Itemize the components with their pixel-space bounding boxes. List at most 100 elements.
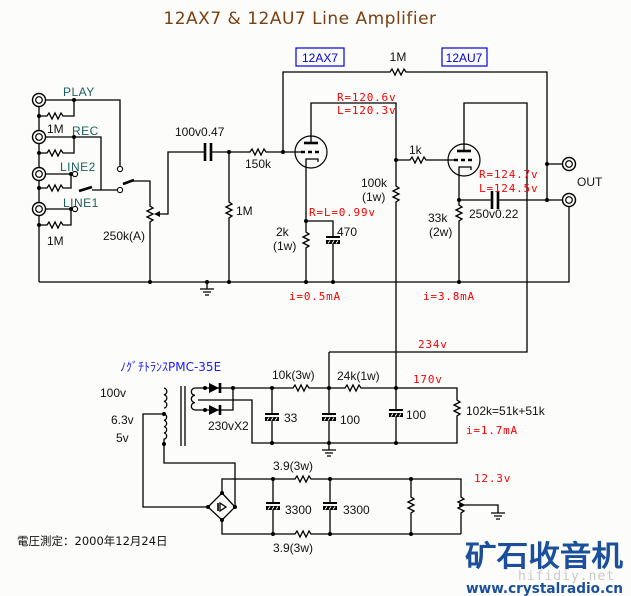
stage1-current: i=0.5mA bbox=[289, 290, 341, 303]
heater-tap-6-3v-wire bbox=[142, 413, 208, 508]
junction-dot bbox=[304, 280, 308, 284]
junction-dot bbox=[409, 532, 413, 536]
ground-icon bbox=[200, 282, 214, 296]
junction-dot bbox=[227, 280, 231, 284]
ground-icon bbox=[491, 511, 505, 520]
b-plus-voltage-2: 170v bbox=[413, 373, 443, 386]
output-label: OUT bbox=[577, 175, 603, 189]
junction-dot bbox=[162, 412, 166, 416]
junction-dot bbox=[220, 518, 224, 522]
junction-dot bbox=[394, 386, 398, 390]
watermark-overlay-text: hifidiy.net bbox=[518, 569, 615, 584]
heater-capacitor-2 bbox=[323, 502, 337, 510]
stage2-grid-stopper bbox=[396, 155, 448, 165]
stage1-plate-voltage-r: R=120.6v bbox=[337, 91, 396, 104]
heater-tap-5v-wire bbox=[163, 444, 236, 507]
play-resistor bbox=[39, 100, 75, 121]
junction-dot bbox=[69, 207, 73, 211]
junction-dots bbox=[37, 98, 549, 536]
coupling-capacitor bbox=[203, 143, 213, 161]
line1-jack-center bbox=[35, 205, 43, 213]
ground-icon bbox=[322, 443, 336, 457]
rec-label: REC bbox=[72, 124, 99, 138]
bridge-rectifier bbox=[207, 492, 236, 521]
bleeder-resistor-label: 102k=51k+51k bbox=[466, 404, 546, 418]
b-plus-rail bbox=[198, 383, 462, 444]
rectifier-diode-label: 230vX2 bbox=[208, 419, 249, 433]
stage1-cathode-resistor-power: (1w) bbox=[273, 239, 296, 253]
filter-capacitor-1 bbox=[265, 413, 279, 421]
transformer-secondary-coil bbox=[190, 387, 196, 411]
tube-v2-12au7 bbox=[447, 143, 481, 177]
heater-positive-rail bbox=[221, 474, 466, 534]
psu-cap-3-label: 100 bbox=[406, 408, 426, 422]
stage1-bypass-cap-label: 470 bbox=[337, 225, 357, 239]
rectifier-wires bbox=[195, 387, 234, 411]
junction-dot bbox=[328, 532, 332, 536]
junction-dot bbox=[545, 162, 549, 166]
psu-cap-1-label: 33 bbox=[284, 411, 298, 425]
grid-leak-label: 1M bbox=[236, 204, 253, 218]
junction-dot bbox=[328, 477, 332, 481]
volume-pot-wiper-wire bbox=[159, 151, 205, 215]
tube-v1-cathode bbox=[305, 158, 319, 168]
bridge-diode-icon bbox=[219, 501, 228, 513]
stage2-cathode-resistor-power: (2w) bbox=[429, 225, 452, 239]
output-jack-wires bbox=[547, 163, 563, 201]
junction-dot bbox=[231, 386, 235, 390]
volume-pot-label: 250k(A) bbox=[103, 229, 145, 243]
bleeder-current: i=1.7mA bbox=[466, 424, 518, 437]
tube-v2-label: 12AU7 bbox=[446, 51, 483, 65]
stage1-plate-resistor-power: (1w) bbox=[362, 190, 385, 204]
selector-contact-play bbox=[116, 165, 124, 173]
junction-dot bbox=[271, 477, 275, 481]
junction-dot bbox=[304, 219, 308, 223]
heater-voltage: 12.3v bbox=[474, 472, 511, 485]
line2-resistor bbox=[39, 174, 72, 193]
tube-v2-cathode bbox=[458, 166, 472, 176]
heater-capacitor-1 bbox=[266, 502, 280, 510]
psu-resistor-2-label: 24k(1w) bbox=[337, 369, 380, 383]
output-capacitor bbox=[490, 191, 500, 209]
junction-dot bbox=[459, 503, 463, 507]
line2-label: LINE2 bbox=[60, 160, 96, 174]
tube-v2-label-box bbox=[441, 47, 488, 67]
ecap-hatch bbox=[390, 413, 402, 417]
junction-dot bbox=[327, 386, 331, 390]
stage1-plate-resistor-label: 100k bbox=[361, 176, 388, 190]
filter-capacitor-2 bbox=[322, 413, 336, 421]
ground-bus bbox=[39, 206, 570, 283]
heater-cap-2-label: 3300 bbox=[343, 503, 370, 517]
junction-dot bbox=[162, 442, 166, 446]
heater-negative-rail bbox=[221, 520, 461, 539]
volume-pot-wiper-arrow bbox=[154, 211, 160, 217]
input-resistor-bottom-label: 1M bbox=[47, 234, 64, 248]
junction-dot bbox=[233, 505, 237, 509]
rec-resistor bbox=[39, 137, 75, 158]
rec-wire bbox=[45, 136, 102, 190]
junction-dot bbox=[72, 98, 76, 102]
b-plus-voltage-1: 234v bbox=[418, 338, 448, 351]
play-wire bbox=[45, 99, 121, 166]
stage1-plate-voltage-l: L=120.3v bbox=[337, 104, 396, 117]
junction-dot bbox=[37, 151, 41, 155]
ecap-hatch bbox=[323, 417, 335, 421]
tube-v1-label-box bbox=[295, 47, 345, 67]
heater-load-resistor bbox=[406, 479, 416, 534]
stage2-cathode-resistor bbox=[454, 176, 464, 282]
output-cap-label: 250v0.22 bbox=[469, 207, 519, 221]
output-jack-hot-center bbox=[565, 160, 573, 168]
stage1-cathode-resistor bbox=[301, 168, 311, 282]
junction-dot bbox=[457, 280, 461, 284]
ecap-hatch bbox=[266, 417, 278, 421]
measurement-date-note: 電圧測定：2000年12月24日 bbox=[17, 534, 168, 548]
grid-leak-resistor bbox=[224, 152, 234, 282]
junction-dot bbox=[37, 114, 41, 118]
junction-dot bbox=[281, 150, 285, 154]
tube-v1-12ax7 bbox=[294, 135, 328, 169]
psu-cap-2-label: 100 bbox=[340, 413, 360, 427]
transformer-label: ﾉｸﾞﾁﾄﾗﾝｽPMC-35E bbox=[120, 360, 221, 374]
tap-100v-label: 100v bbox=[100, 386, 126, 400]
stage1-cathode-resistor-label: 2k bbox=[276, 225, 290, 239]
